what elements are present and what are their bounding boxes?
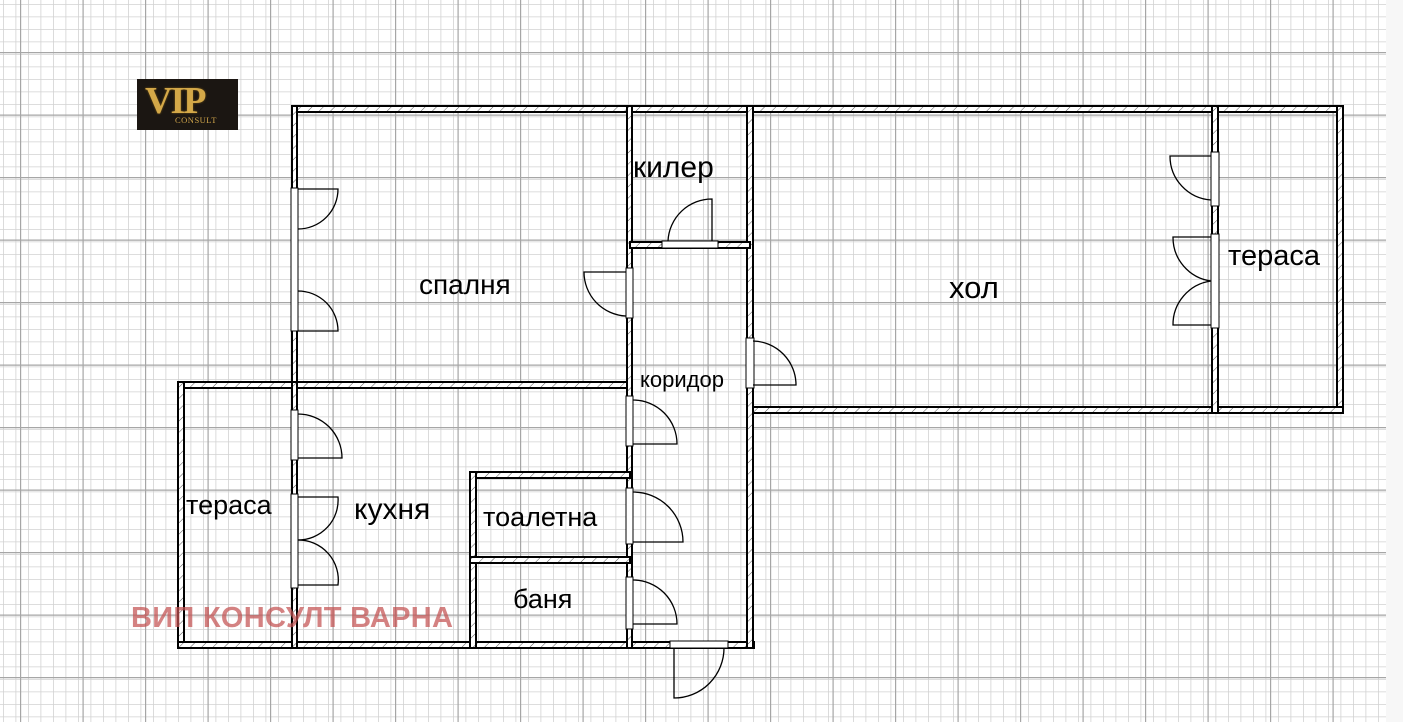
room-label-kiler: килер [633,151,714,184]
room-label-toaletna: тоалетна [483,502,598,532]
room-label-hol: хол [949,270,999,305]
door-kiler [661,198,719,249]
room-label-koridor: коридор [640,367,724,392]
door-terasa-right [1169,151,1220,329]
room-label-spalnya: спалня [419,269,511,300]
door-spalnya-left [290,187,339,332]
watermark-text: ВИП КОНСУЛТ ВАРНА [131,602,454,634]
door-spalnya-corridor [583,267,634,319]
room-label-terasa-right: тераса [1228,240,1320,272]
room-label-banya: баня [513,584,573,614]
doors [290,151,1220,699]
door-entrance [669,640,729,699]
walls [177,105,1344,649]
room-label-kuhnya: кухня [354,493,431,526]
logo-sub-text: CONSULT [175,115,217,125]
logo-brand-text: VIP [145,80,206,122]
vip-consult-logo: VIP CONSULT [137,79,238,130]
door-hol [745,337,797,389]
door-kuhnya-corridor [625,395,678,447]
right-margin-strip [1386,0,1403,722]
door-banya [625,576,678,630]
room-label-terasa-left: тераса [186,490,272,520]
door-toaletna [625,487,684,545]
door-kuhnya-terasa [290,409,343,589]
